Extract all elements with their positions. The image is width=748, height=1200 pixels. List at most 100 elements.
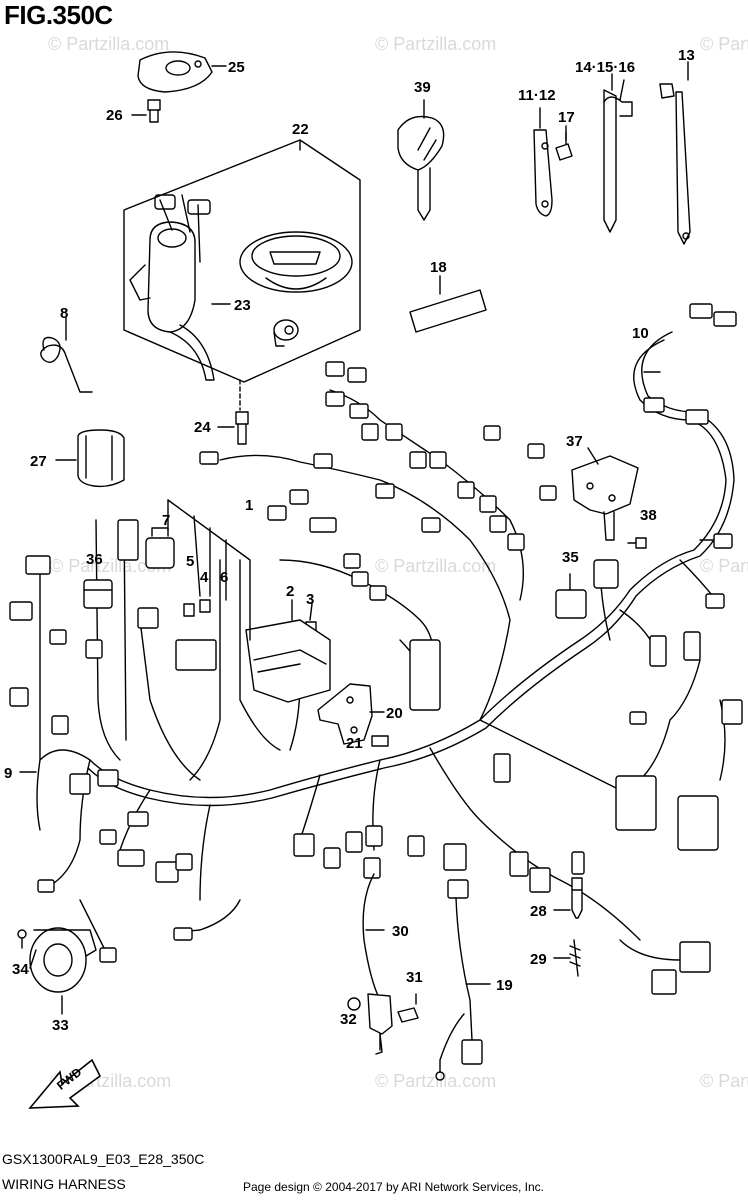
bolt-part xyxy=(371,735,389,747)
connector xyxy=(293,833,315,857)
callout-label: 7 xyxy=(162,512,170,529)
connector xyxy=(539,485,557,501)
connector xyxy=(615,775,657,831)
connector xyxy=(689,303,713,319)
fuel-cap-lock-part xyxy=(239,231,353,293)
connector xyxy=(721,699,743,725)
connector xyxy=(447,879,469,899)
callout-label: 6 xyxy=(220,569,228,586)
connector xyxy=(175,853,193,871)
leader-line xyxy=(29,949,37,969)
callout-label: 20 xyxy=(386,705,403,722)
connector xyxy=(345,831,363,853)
ignition-switch-part xyxy=(129,194,215,381)
relay-part xyxy=(555,573,587,619)
connector xyxy=(97,769,119,787)
connector xyxy=(571,851,585,875)
connector xyxy=(679,941,711,973)
callout-bracket xyxy=(167,499,251,641)
callout-label: 18 xyxy=(430,259,447,276)
callout-label: 11·12 xyxy=(518,87,556,104)
diagram-name: WIRING HARNESS xyxy=(2,1176,126,1192)
connector xyxy=(483,425,501,441)
callout-label: 22 xyxy=(292,121,309,138)
connector xyxy=(199,451,219,465)
watermark: © Partzilla.com xyxy=(700,1071,748,1091)
fuse xyxy=(183,603,195,617)
relay-part xyxy=(593,559,619,589)
pad-part xyxy=(409,289,487,333)
connector xyxy=(649,635,667,667)
terminal-boot-part xyxy=(77,429,125,488)
fuse-box-part xyxy=(245,619,331,703)
callout-labels: 1 2 3 4 5 6 7 8 9 10 11·12 13 14·15·16 1… xyxy=(4,47,695,1034)
callout-label: 35 xyxy=(562,549,579,566)
connector xyxy=(99,947,117,963)
connector xyxy=(325,391,345,407)
connector xyxy=(429,451,447,469)
key-blank-part xyxy=(397,115,445,221)
leader-line xyxy=(619,79,625,101)
connector xyxy=(343,553,361,569)
leader-line xyxy=(587,447,599,465)
connector xyxy=(421,517,441,533)
watermark: © Partzilla.com xyxy=(375,1071,496,1091)
connector xyxy=(385,423,403,441)
callout-label: 26 xyxy=(106,107,123,124)
watermark: © Partzilla.com xyxy=(700,34,748,54)
connector xyxy=(507,533,525,551)
connector xyxy=(643,397,665,413)
sensor-part xyxy=(571,877,583,919)
connector xyxy=(309,517,337,533)
connector xyxy=(493,753,511,783)
connector xyxy=(325,361,345,377)
callout-label: 28 xyxy=(530,903,547,920)
connector xyxy=(409,639,441,711)
cable-tie-part xyxy=(603,89,633,233)
connector xyxy=(509,851,529,877)
callout-label: 21 xyxy=(346,735,363,752)
callout-label: 31 xyxy=(406,969,423,986)
wire-part xyxy=(569,939,581,977)
sensor-part xyxy=(347,993,393,1055)
callout-label: 23 xyxy=(234,297,251,314)
callout-label: 33 xyxy=(52,1017,69,1034)
callout-label: 32 xyxy=(340,1011,357,1028)
watermark: © Partzilla.com xyxy=(375,556,496,576)
callout-label: 4 xyxy=(200,569,209,586)
connector xyxy=(173,927,193,941)
callout-label: 25 xyxy=(228,59,245,76)
connector xyxy=(409,451,427,469)
connector xyxy=(713,311,737,327)
callout-label: 17 xyxy=(558,109,575,126)
ignition-cover-part xyxy=(137,51,213,93)
connector xyxy=(9,687,29,707)
connector xyxy=(651,969,677,995)
connector xyxy=(85,639,103,659)
callout-label: 34 xyxy=(12,961,29,978)
copyright-notice: Page design © 2004-2017 by ARI Network S… xyxy=(243,1180,545,1194)
screw-part xyxy=(555,131,573,161)
connector xyxy=(349,403,369,419)
connector xyxy=(99,829,117,845)
connector xyxy=(313,453,333,469)
connector xyxy=(705,593,725,609)
callout-label: 30 xyxy=(392,923,409,940)
connector xyxy=(361,423,379,441)
bolt-part xyxy=(627,537,647,549)
relay-part xyxy=(83,579,113,609)
connector xyxy=(685,409,709,425)
connector xyxy=(117,849,145,867)
watermark: © Partzilla.com xyxy=(50,556,171,576)
connector xyxy=(37,879,55,893)
bolt-part xyxy=(147,99,161,123)
connector xyxy=(9,601,33,621)
connector xyxy=(683,631,701,661)
connector xyxy=(127,811,149,827)
connector xyxy=(69,773,91,795)
lead-wire-part xyxy=(362,873,381,1051)
connector xyxy=(175,639,217,671)
connector xyxy=(527,443,545,459)
connector xyxy=(25,555,51,575)
